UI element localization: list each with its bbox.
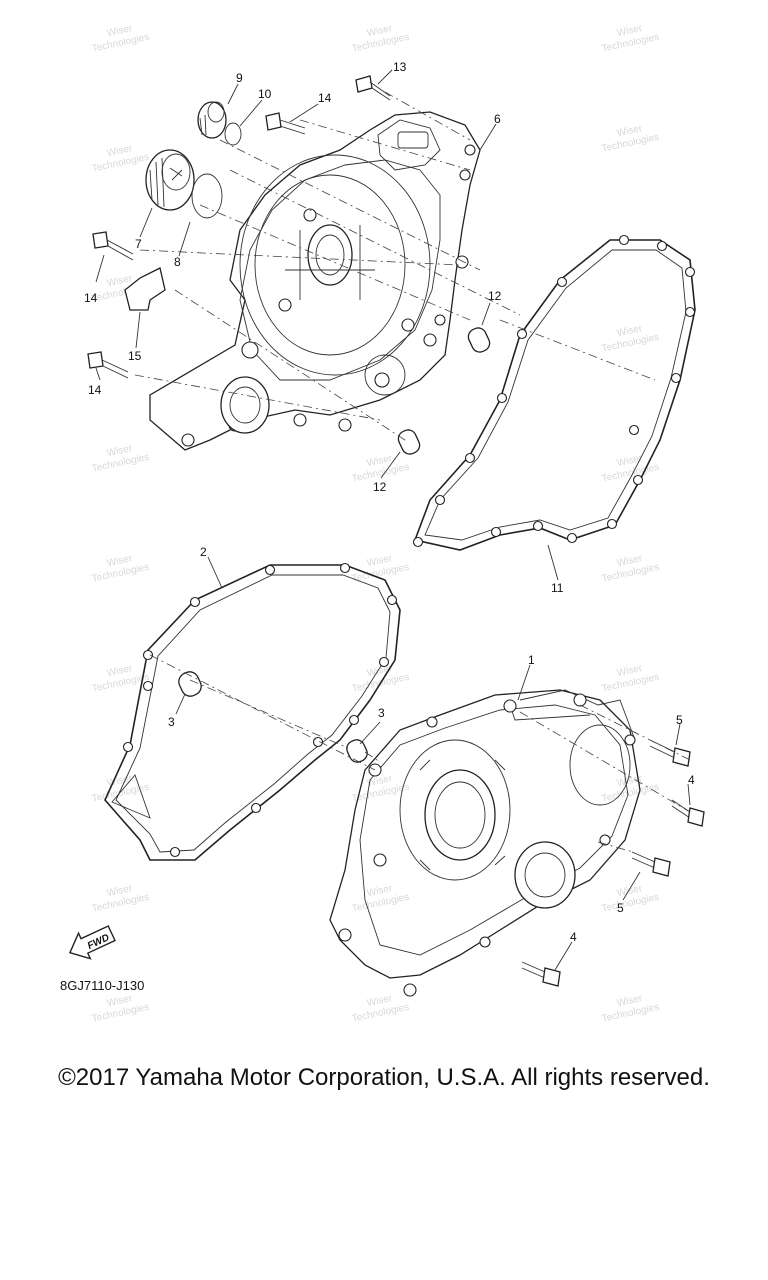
label-part-13: 13 — [393, 60, 407, 74]
diagram-code: 8GJ7110-J130 — [60, 978, 145, 993]
gasket-bolt-hole — [250, 802, 262, 814]
watermark-text: Wiser — [106, 23, 134, 39]
gasket-bolt-hole — [532, 520, 544, 532]
label-part-12-upper: 12 — [488, 289, 502, 303]
label-part-7: 7 — [135, 237, 142, 251]
plug-9 — [197, 101, 227, 139]
bolt-14-mid — [92, 231, 134, 261]
gasket-bolt-hole — [632, 474, 644, 486]
label-part-6: 6 — [494, 112, 501, 126]
gasket-bolt-hole — [606, 518, 618, 530]
gasket-bolt-hole — [264, 564, 276, 576]
gasket-11 — [413, 239, 696, 551]
gasket-bolt-hole — [312, 736, 324, 748]
gasket-bolt-hole — [628, 424, 640, 436]
watermark-text: Wiser — [366, 553, 394, 569]
gasket-bolt-hole — [339, 562, 351, 574]
dowel-12-lower — [397, 429, 421, 455]
label-part-5-right: 5 — [676, 713, 683, 727]
watermark-text: Wiser — [106, 443, 134, 459]
watermark-text: Wiser — [616, 883, 644, 899]
gasket-bolt-hole — [566, 532, 578, 544]
gasket-bolt-hole — [386, 594, 398, 606]
gasket-bolt-hole — [516, 328, 528, 340]
watermark-text: Wiser — [616, 773, 644, 789]
gasket-bolt-hole — [670, 372, 682, 384]
watermark-text: Wiser — [616, 663, 644, 679]
gasket-bolt-hole — [556, 276, 568, 288]
watermark-text: Wiser — [366, 453, 394, 469]
watermark-text: Wiser — [106, 143, 134, 159]
label-part-10: 10 — [258, 87, 272, 101]
label-part-15: 15 — [128, 349, 142, 363]
gasket-bolt-hole — [189, 596, 201, 608]
label-part-14-mid: 14 — [84, 291, 98, 305]
bolt-5-lower — [631, 851, 671, 877]
dowel-3-right — [346, 739, 368, 763]
label-part-4-right: 4 — [688, 773, 695, 787]
gasket-bolt-hole — [142, 680, 154, 692]
bolt-14-top — [265, 112, 306, 135]
watermark-text: Wiser — [616, 123, 644, 139]
exploded-parts-diagram: WiserTechnologiesWiserTechnologiesWiserT… — [68, 23, 705, 1025]
copyright-notice: ©2017 Yamaha Motor Corporation, U.S.A. A… — [58, 1064, 710, 1091]
gasket-bolt-hole — [378, 656, 390, 668]
label-part-9: 9 — [236, 71, 243, 85]
gasket-bolt-hole — [684, 266, 696, 278]
gasket-bolt-hole — [656, 240, 668, 252]
label-part-14-low: 14 — [88, 383, 102, 397]
watermark-text: Wiser — [616, 553, 644, 569]
bolt-4-right — [671, 799, 705, 827]
label-part-11: 11 — [551, 581, 564, 595]
watermark-text: Wiser — [366, 23, 394, 39]
gasket-bolt-hole — [496, 392, 508, 404]
bolt-5-right — [649, 739, 691, 767]
crankcase-cover-lower — [329, 689, 641, 997]
watermark-text: Wiser — [106, 553, 134, 569]
bolt-4-lower — [521, 961, 561, 987]
watermark-text: Wiser — [616, 23, 644, 39]
label-part-8: 8 — [174, 255, 181, 269]
gasket-bolt-hole — [464, 452, 476, 464]
watermark-text: Wiser — [106, 663, 134, 679]
label-part-2: 2 — [200, 545, 207, 559]
label-part-12-lower: 12 — [373, 480, 387, 494]
o-ring-8 — [191, 173, 223, 219]
gasket-bolt-hole — [122, 741, 134, 753]
label-part-3-left: 3 — [168, 715, 175, 729]
bolt-14-low — [87, 351, 129, 379]
gasket-bolt-hole — [169, 846, 181, 858]
label-part-4-lower: 4 — [570, 930, 577, 944]
watermark-text: Wiser — [106, 273, 134, 289]
watermark-text: Wiser — [366, 993, 394, 1009]
gasket-bolt-hole — [490, 526, 502, 538]
gasket-bolt-hole — [684, 306, 696, 318]
watermark-text: Wiser — [616, 993, 644, 1009]
watermark-text: Wiser — [106, 883, 134, 899]
cap-7 — [145, 149, 195, 211]
fwd-arrow-icon: FWD — [68, 925, 116, 960]
label-part-5-lower: 5 — [617, 901, 624, 915]
label-part-14-top: 14 — [318, 91, 332, 105]
gasket-bolt-hole — [618, 234, 630, 246]
gasket-bolt-hole — [412, 536, 424, 548]
clamp-15 — [124, 267, 166, 311]
dowel-12-upper — [467, 327, 491, 353]
watermark-text: Wiser — [616, 323, 644, 339]
gasket-bolt-hole — [142, 649, 154, 661]
watermark-text: Wiser — [106, 993, 134, 1009]
watermark-text: Wiser — [366, 663, 394, 679]
dowel-3-left — [178, 671, 202, 697]
crankcase-cover-upper — [149, 111, 481, 451]
o-ring-10 — [224, 122, 242, 146]
watermark-text: Wiser — [366, 883, 394, 899]
gasket-bolt-hole — [348, 714, 360, 726]
gasket-bolt-hole — [434, 494, 446, 506]
label-part-1: 1 — [528, 653, 535, 667]
bolt-13 — [355, 75, 391, 101]
label-part-3-right: 3 — [378, 706, 385, 720]
